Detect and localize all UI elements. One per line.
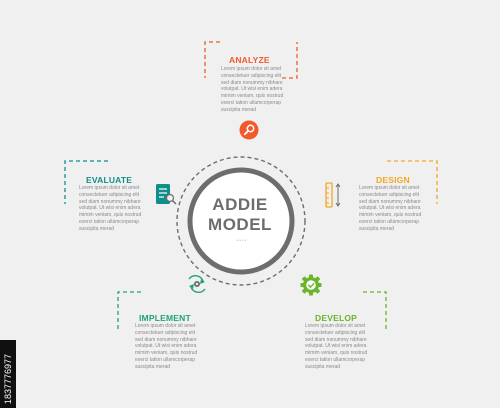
center-title-line2: MODEL [208, 215, 272, 234]
design-desc-line: Lorem ipsum dolor sit amet [359, 185, 420, 191]
implement-desc-line: Lorem ipsum dolor sit amet [135, 323, 196, 329]
ruler-icon [325, 182, 341, 208]
develop-desc-line: suscipita merad [305, 363, 341, 370]
implement-desc-line: suscipita merad [135, 363, 171, 370]
evaluate-bracket [64, 160, 108, 204]
develop-desc-line: sed diam nonummy nibhare [305, 336, 367, 343]
gear-check-icon [300, 274, 322, 296]
analyze-desc-line: volutpat. Ut wisi enim adera [221, 86, 283, 93]
design-desc-line: exerci tation ullamcorperap [359, 218, 420, 225]
evaluate-desc-line: sed diam nonummy nibhare [79, 198, 141, 205]
evaluate-desc-line: exerci tation ullamcorperap [79, 218, 140, 225]
analyze-desc-line: Lorem ipsum dolor sit amet [221, 66, 282, 72]
design-description: Lorem ipsum dolor sit amet consectetuer … [359, 185, 421, 233]
analyze-desc-line: mimim veniam, quis nostrud [221, 93, 284, 100]
implement-desc-line: exerci tation ullamcorperap [135, 356, 196, 363]
implement-desc-line: mimim veniam, quis nostrud [135, 350, 198, 357]
analyze-description: Lorem ipsum dolor sit amet consectetuer … [221, 66, 283, 114]
design-bracket [387, 160, 438, 204]
analyze-desc-line: sed diam nonummy nibhare [221, 79, 283, 86]
analyze-desc-line: exerci tation ullamcorperap [221, 99, 282, 106]
analyze-desc-line: suscipita merad [221, 106, 257, 113]
watermark-id: 1837776977 [3, 353, 13, 404]
design-desc-line: consectetuer adipiscing elit [359, 191, 420, 198]
cycle-gear-icon [188, 275, 206, 293]
develop-bracket [363, 291, 387, 330]
evaluate-desc-line: mimim veniam, quis nostrud [79, 212, 142, 219]
evaluate-desc-line: volutpat. Ut wisi enim adera [79, 205, 141, 212]
evaluate-description: Lorem ipsum dolor sit amet consectetuer … [79, 185, 141, 233]
implement-description: Lorem ipsum dolor sit amet consectetuer … [135, 323, 197, 371]
implement-bracket [117, 291, 141, 330]
evaluate-desc-line: Lorem ipsum dolor sit amet [79, 185, 140, 191]
evaluate-desc-line: consectetuer adipiscing elit [79, 191, 140, 198]
evaluate-title: EVALUATE [86, 175, 133, 185]
center-title-line1: ADDIE [212, 195, 268, 214]
develop-desc-line: exerci tation ullamcorperap [305, 356, 366, 363]
implement-title: IMPLEMENT [139, 313, 191, 323]
checklist-icon [156, 184, 177, 205]
develop-desc-line: mimim veniam, quis nostrud [305, 350, 368, 357]
evaluate-desc-line: suscipita merad [79, 225, 115, 232]
outer-dashed-ring [176, 156, 306, 286]
implement-desc-line: sed diam nonummy nibhare [135, 336, 197, 343]
design-title: DESIGN [376, 175, 410, 185]
analyze-bracket [204, 41, 298, 79]
inner-circle [187, 167, 295, 275]
develop-title: DEVELOP [315, 313, 358, 323]
center-dots: •••• [236, 238, 248, 244]
design-desc-line: sed diam nonummy nibhare [359, 198, 421, 205]
design-desc-line: mimim veniam, quis nostrud [359, 212, 422, 219]
analyze-desc-line: consectetuer adipiscing elit [221, 72, 282, 79]
magnifier-icon [239, 120, 259, 140]
design-desc-line: volutpat. Ut wisi enim adera [359, 205, 421, 212]
develop-desc-line: Lorem ipsum dolor sit amet [305, 323, 366, 329]
watermark-strip: 1837776977 [0, 340, 16, 408]
implement-desc-line: volutpat. Ut wisi enim adera [135, 343, 197, 350]
center-title: ADDIE MODEL [180, 195, 300, 235]
analyze-title: ANALYZE [229, 55, 270, 65]
develop-desc-line: consectetuer adipiscing elit [305, 329, 366, 336]
develop-desc-line: volutpat. Ut wisi enim adera [305, 343, 367, 350]
design-desc-line: suscipita merad [359, 225, 395, 232]
develop-description: Lorem ipsum dolor sit amet consectetuer … [305, 323, 367, 371]
implement-desc-line: consectetuer adipiscing elit [135, 329, 196, 336]
